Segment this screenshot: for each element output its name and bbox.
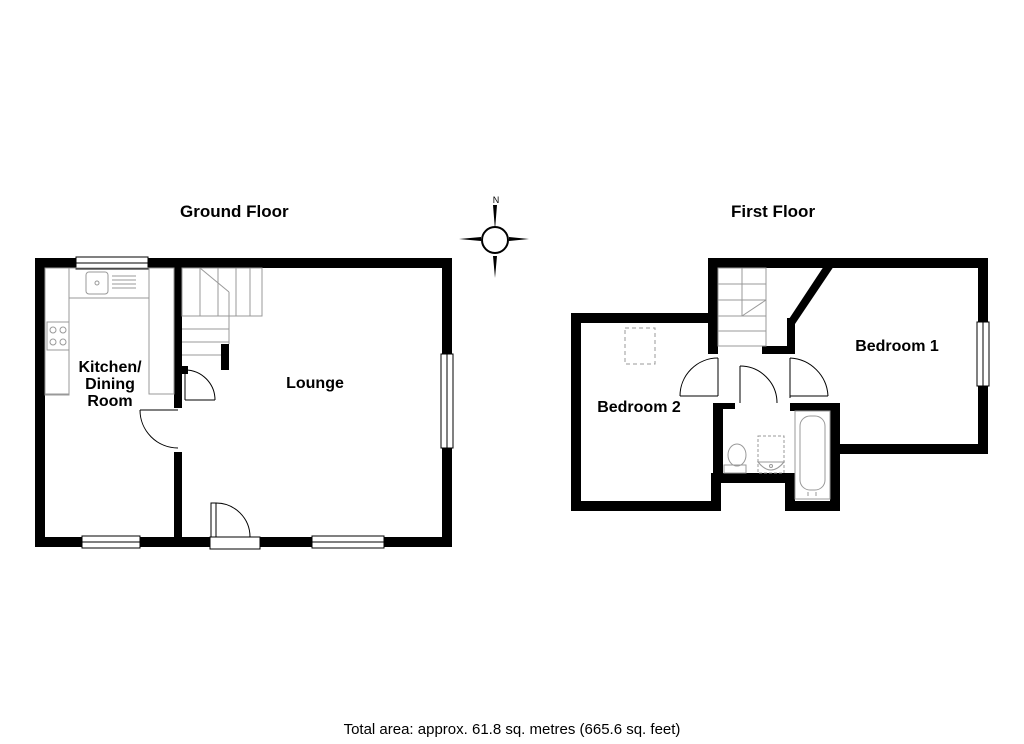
kitchen-door — [139, 408, 182, 452]
hob-icon — [46, 321, 70, 351]
ground-floor-windows — [75, 256, 454, 549]
front-door-gap — [210, 536, 260, 548]
front-door — [209, 502, 261, 550]
kitchen-label-line3: Room — [87, 393, 132, 410]
first-floor-doors — [679, 357, 829, 404]
first-floor-windows — [976, 321, 990, 387]
ground-floor-title: Ground Floor — [180, 202, 289, 221]
compass-north-icon: N — [459, 195, 529, 278]
toilet-icon — [723, 443, 747, 474]
diagonal-wall — [787, 266, 834, 324]
loft-hatch — [624, 327, 656, 365]
lounge-label: Lounge — [286, 375, 344, 392]
total-area-text: Total area: approx. 61.8 sq. metres (665… — [343, 721, 681, 738]
first-floor-stairs — [717, 267, 767, 347]
kitchen-label-line2: Dining — [85, 376, 135, 393]
bedroom1-label: Bedroom 1 — [855, 338, 939, 355]
kitchen-label-line1: Kitchen/ — [78, 359, 142, 376]
compass-label: N — [493, 195, 500, 205]
ground-floor-stairs — [181, 267, 263, 356]
bedroom2-label: Bedroom 2 — [597, 399, 681, 416]
bath-icon — [794, 410, 831, 500]
first-floor-title: First Floor — [731, 202, 816, 221]
cupboard-door — [184, 369, 216, 401]
first-floor-plan: Bedroom 1 Bedroom 2 — [571, 258, 990, 511]
ground-floor-plan: Kitchen/ Dining Room Lounge — [35, 256, 454, 550]
sink-icon — [85, 271, 136, 295]
basin-icon — [756, 435, 786, 474]
